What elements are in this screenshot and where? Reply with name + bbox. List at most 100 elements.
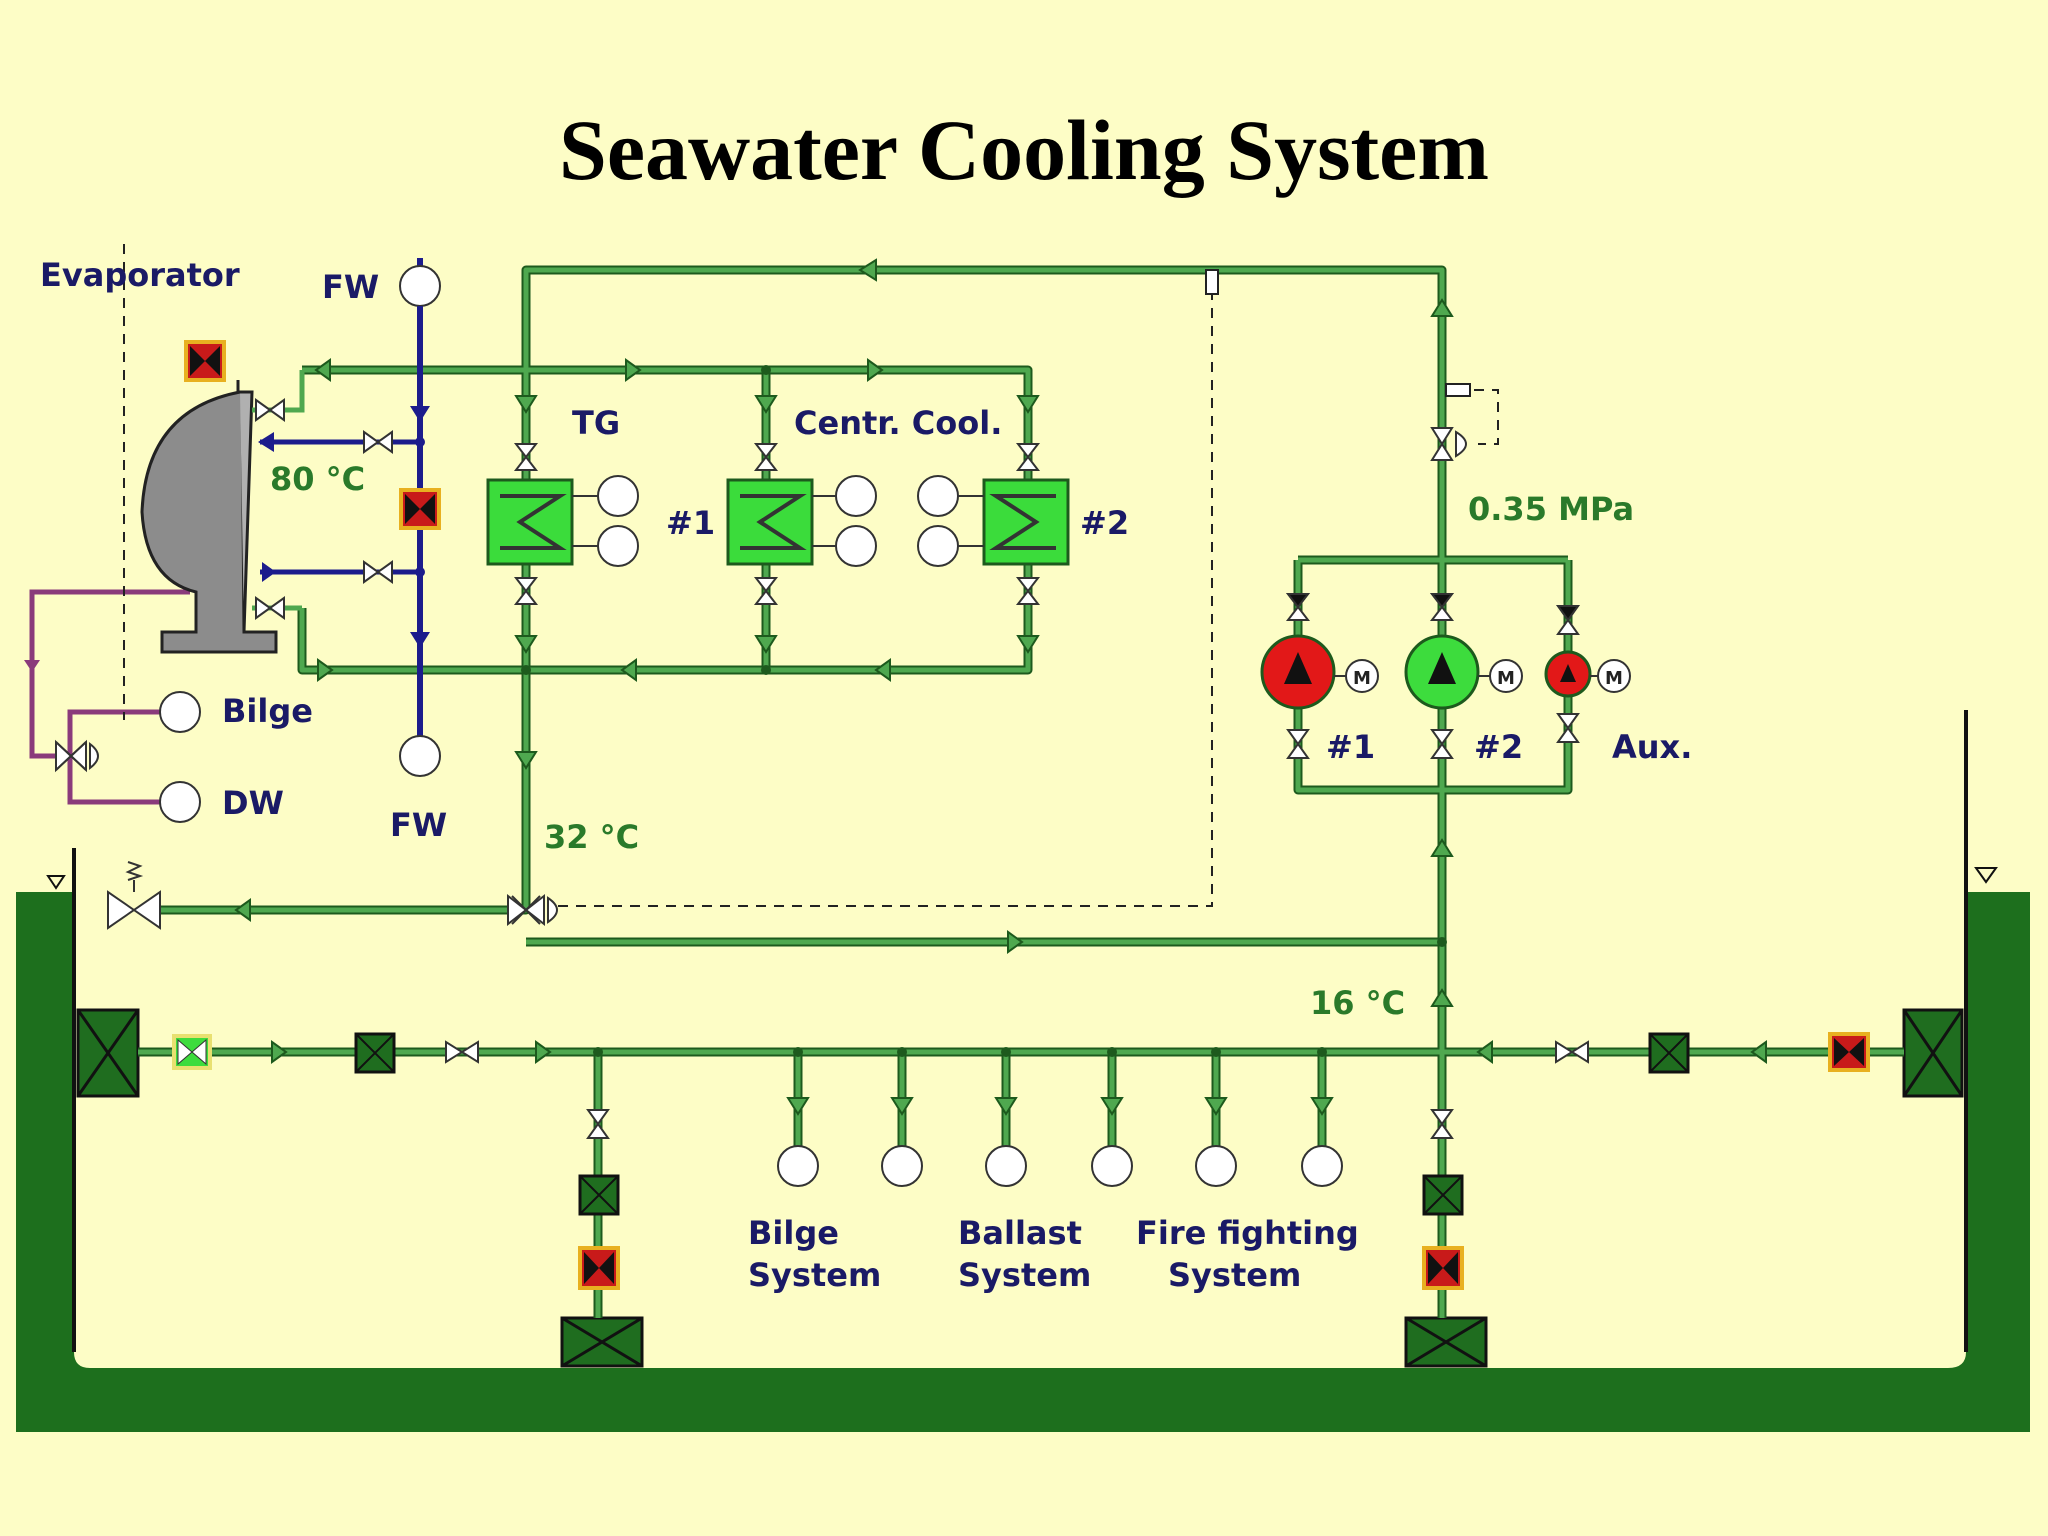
hx-1-label: #1 xyxy=(666,504,715,542)
flow-arrow xyxy=(262,562,276,582)
pipe-junctions xyxy=(521,365,1447,1057)
pump-1[interactable]: M xyxy=(1260,634,1379,710)
bilge-outlet[interactable] xyxy=(159,691,201,733)
consumer-fire-2[interactable] xyxy=(1301,1145,1343,1187)
evaporator-label: Evaporator xyxy=(40,256,240,294)
flow-arrow xyxy=(1016,395,1040,414)
valve-inlet-right-closed[interactable] xyxy=(1828,1032,1870,1072)
pressure-control-valve[interactable] xyxy=(1430,427,1467,461)
fw-inlet-top[interactable] xyxy=(399,265,441,307)
flow-arrow xyxy=(754,635,778,654)
bilge-system-label-2: System xyxy=(748,1256,881,1294)
flow-arrow xyxy=(514,751,538,770)
water-level-mark-right xyxy=(1974,867,1998,884)
valve-cc2-in[interactable] xyxy=(1015,443,1041,471)
motor-label: M xyxy=(1605,668,1623,689)
brine-control-valve[interactable] xyxy=(55,739,99,773)
valve-tg-out[interactable] xyxy=(513,577,539,605)
flow-arrow xyxy=(271,1040,288,1064)
bilge-system-label: Bilge xyxy=(748,1214,839,1252)
dw-label: DW xyxy=(222,784,284,822)
fw-top-label: FW xyxy=(322,268,379,306)
pump-1-label: #1 xyxy=(1326,728,1375,766)
consumer-ballast-1[interactable] xyxy=(985,1145,1027,1187)
valve-bottom-red-2[interactable] xyxy=(1422,1246,1464,1290)
heat-exchanger-cc2[interactable] xyxy=(917,475,1070,567)
valve-aux-suction[interactable] xyxy=(1556,713,1580,743)
flow-arrow xyxy=(514,635,538,654)
valve-inlet-left-open[interactable] xyxy=(172,1034,212,1070)
water-level-mark-left xyxy=(46,875,66,890)
valve-sea-line-1[interactable] xyxy=(445,1040,479,1064)
valve-evap-sw-in[interactable] xyxy=(255,398,285,422)
strainer-left xyxy=(354,1032,396,1074)
evaporator[interactable] xyxy=(140,380,278,654)
flow-arrow xyxy=(1430,988,1454,1007)
consumer-bilge-2[interactable] xyxy=(881,1145,923,1187)
fw-bottom-label: FW xyxy=(390,806,447,844)
flow-arrow xyxy=(514,395,538,414)
valve-bottom-2[interactable] xyxy=(1430,1109,1454,1139)
pump-aux-label: Aux. xyxy=(1612,728,1692,766)
heat-exchanger-cc1[interactable] xyxy=(726,475,877,567)
ballast-system-label: Ballast xyxy=(958,1214,1082,1252)
valve-evaporator-top[interactable] xyxy=(184,340,226,382)
flow-arrow xyxy=(258,432,274,452)
motor-label: M xyxy=(1497,668,1515,689)
valve-cc1-out[interactable] xyxy=(753,577,779,605)
flow-arrow xyxy=(1016,635,1040,654)
valve-pump1-suction[interactable] xyxy=(1286,729,1310,759)
strainer-bottom-1 xyxy=(578,1174,620,1216)
valve-pump1-discharge[interactable] xyxy=(1285,593,1311,621)
consumer-bilge-1[interactable] xyxy=(777,1145,819,1187)
motor-label: M xyxy=(1353,668,1371,689)
flow-arrow xyxy=(234,898,251,922)
page-title: Seawater Cooling System xyxy=(558,102,1489,198)
flow-arrow xyxy=(1750,1040,1767,1064)
sea-water-body xyxy=(16,892,2030,1432)
hull xyxy=(16,710,2030,1432)
valve-evap-sw-out[interactable] xyxy=(255,596,285,620)
labels: Evaporator FW FW Bilge DW TG Centr. Cool… xyxy=(40,256,1692,1294)
flow-arrow xyxy=(754,395,778,414)
flow-arrow xyxy=(1100,1097,1124,1116)
pump-aux[interactable]: M xyxy=(1544,650,1631,698)
control-lines xyxy=(123,244,1499,907)
flow-arrow xyxy=(410,632,430,648)
strainer-bottom-2 xyxy=(1422,1174,1464,1216)
pump-2[interactable]: M xyxy=(1404,634,1523,710)
flow-arrow xyxy=(24,660,40,672)
overboard-check-valve[interactable] xyxy=(107,861,161,930)
valve-tg-in[interactable] xyxy=(513,443,539,471)
temp-sensor xyxy=(1205,269,1219,295)
fw-outlet-bottom[interactable] xyxy=(399,735,441,777)
flow-arrow xyxy=(858,258,877,282)
overboard-control-valve[interactable] xyxy=(507,893,558,927)
valve-pump2-suction[interactable] xyxy=(1430,729,1454,759)
flow-arrow xyxy=(1430,298,1454,317)
valve-bottom-1[interactable] xyxy=(586,1109,610,1139)
temp-16-reading: 16 °C xyxy=(1310,984,1405,1022)
valve-cc1-in[interactable] xyxy=(753,443,779,471)
flow-arrows xyxy=(234,258,1767,1116)
flow-arrow xyxy=(620,658,637,682)
flow-arrow xyxy=(994,1097,1018,1116)
valve-cc2-out[interactable] xyxy=(1015,577,1041,605)
temp-80-reading: 80 °C xyxy=(270,460,365,498)
valve-pump2-discharge[interactable] xyxy=(1429,593,1455,621)
valve-fw-center[interactable] xyxy=(399,488,441,530)
flow-arrow xyxy=(1007,930,1024,954)
flow-arrow xyxy=(535,1040,552,1064)
pump-2-label: #2 xyxy=(1474,728,1523,766)
flow-arrow xyxy=(314,358,331,382)
valve-evap-fw-in[interactable] xyxy=(363,430,393,454)
valve-bottom-red-1[interactable] xyxy=(578,1246,620,1290)
valve-sea-line-2[interactable] xyxy=(1555,1040,1589,1064)
heat-exchanger-tg[interactable] xyxy=(486,475,639,567)
dw-outlet[interactable] xyxy=(159,781,201,823)
valve-aux-discharge[interactable] xyxy=(1556,605,1580,635)
consumer-fire-1[interactable] xyxy=(1195,1145,1237,1187)
consumer-ballast-2[interactable] xyxy=(1091,1145,1133,1187)
valve-evap-fw-out[interactable] xyxy=(363,560,393,584)
